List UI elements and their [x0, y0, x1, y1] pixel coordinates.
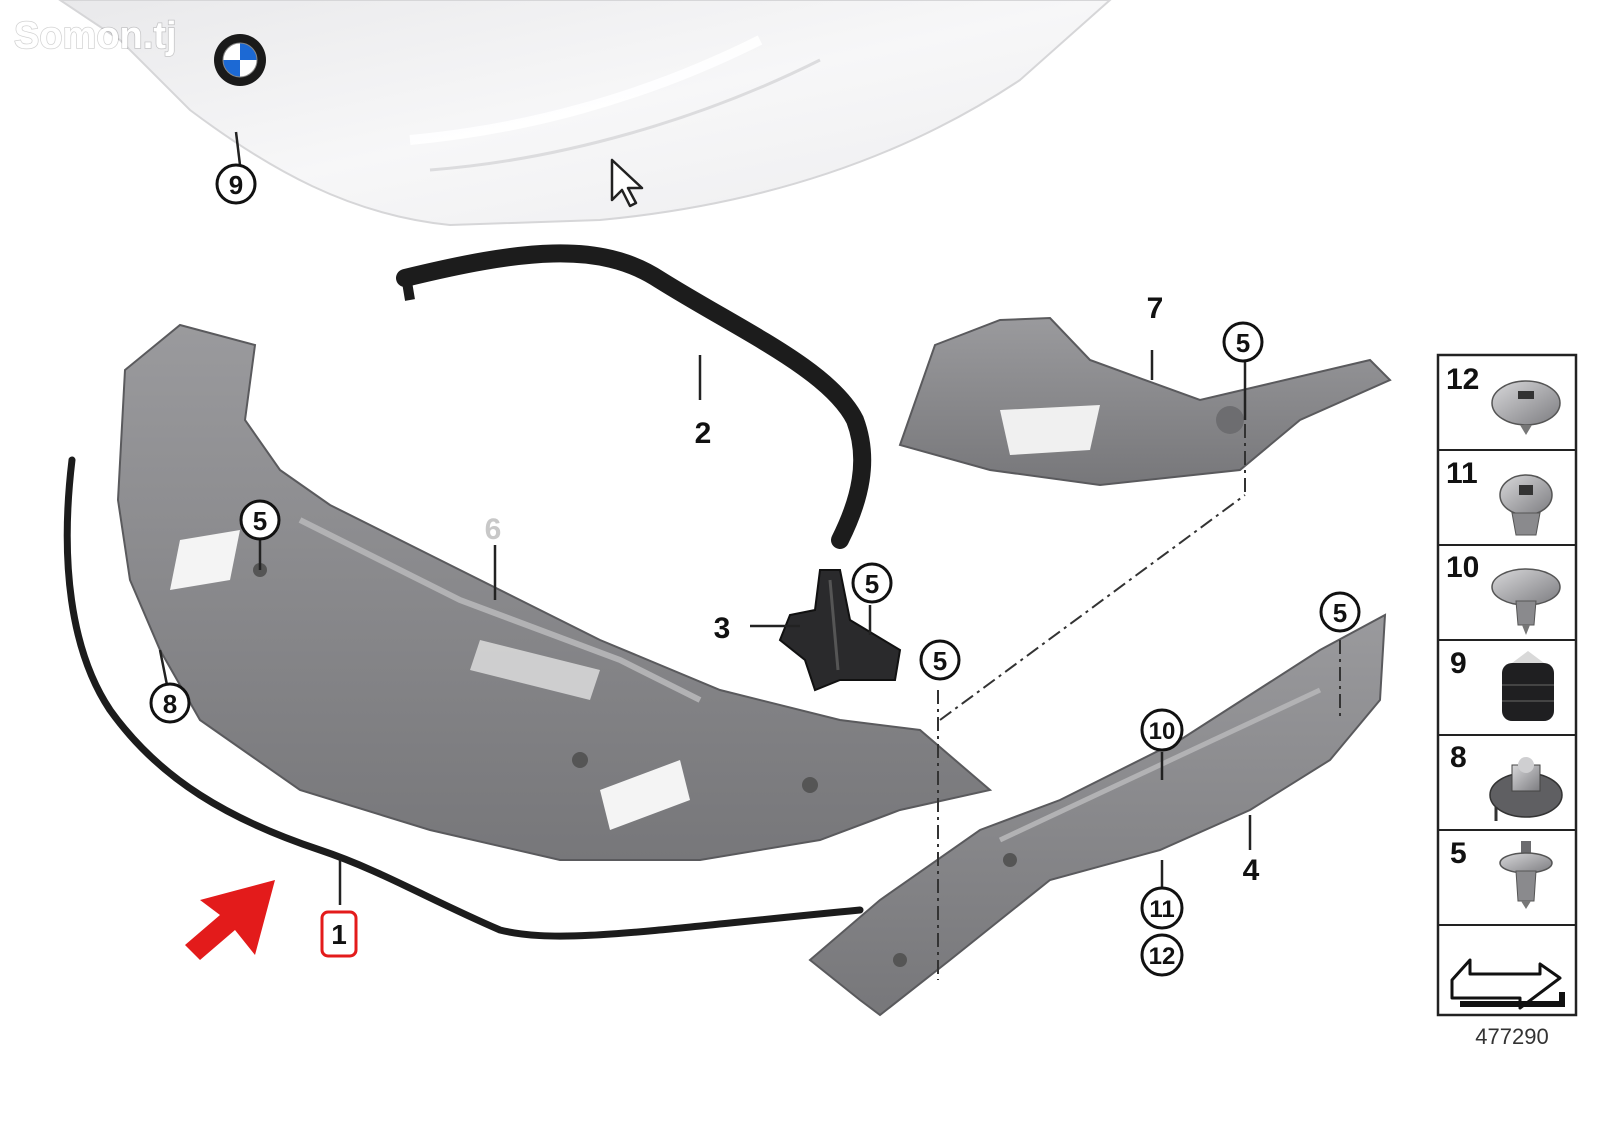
- rubber-buffer-icon: [1502, 651, 1554, 721]
- callout-7-label[interactable]: 7: [1147, 292, 1164, 325]
- sealing-strip-part-1: [63, 456, 864, 940]
- plate-part-7: [898, 316, 1392, 487]
- callout-10[interactable]: 10: [1140, 708, 1184, 752]
- push-rivet-icon: [1499, 841, 1553, 909]
- fastener-legend: 12 11 10 9: [1436, 353, 1578, 1017]
- callout-5-bracket[interactable]: 5: [851, 562, 893, 604]
- bracket-part-3: [778, 569, 902, 692]
- callout-10-label: 10: [1149, 718, 1176, 745]
- clip-rivet-icon: [1491, 380, 1561, 435]
- callout-1-label: 1: [331, 919, 347, 950]
- legend-number: 8: [1450, 741, 1467, 774]
- callout-5-plate-label: 5: [1236, 328, 1250, 358]
- leader-lines: [158, 131, 1252, 905]
- legend-number: 9: [1450, 647, 1467, 680]
- orientation-arrow-icon: [1450, 958, 1565, 1010]
- watermark-text: Somon.tj: [14, 15, 177, 57]
- callout-11-label: 11: [1149, 896, 1174, 923]
- seal-strip-part-2: [396, 244, 872, 549]
- side-panel-part-4: [808, 613, 1387, 1017]
- legend-row-10[interactable]: 10: [1446, 551, 1561, 635]
- callout-5-plate[interactable]: 5: [1222, 321, 1264, 363]
- hood-panel: [58, 0, 1112, 227]
- callout-8-label: 8: [163, 689, 177, 719]
- callout-12-label: 12: [1149, 943, 1176, 970]
- mushroom-clip-icon: [1491, 568, 1561, 635]
- legend-row-11[interactable]: 11: [1446, 457, 1553, 536]
- callout-5-center-label: 5: [933, 646, 947, 676]
- highlight-arrow-icon: [185, 880, 275, 960]
- callout-4-label[interactable]: 4: [1243, 854, 1260, 887]
- callout-5-side[interactable]: 5: [1319, 591, 1361, 633]
- callout-9[interactable]: 9: [215, 163, 257, 205]
- diagram-reference-number: 477290: [1475, 1024, 1548, 1049]
- callout-9-label: 9: [229, 170, 243, 200]
- callout-5-panel-label: 5: [253, 506, 267, 536]
- callout-12[interactable]: 12: [1140, 933, 1184, 977]
- legend-row-5[interactable]: 5: [1450, 837, 1553, 909]
- expanding-clip-icon: [1499, 474, 1553, 536]
- callout-5-center[interactable]: 5: [919, 639, 961, 681]
- bmw-logo-icon: [214, 34, 266, 86]
- legend-row-8[interactable]: 8: [1450, 741, 1563, 821]
- callout-8[interactable]: 8: [149, 682, 191, 724]
- legend-row-9[interactable]: 9: [1450, 647, 1554, 721]
- mouse-cursor-icon: [610, 158, 644, 208]
- front-panel-part-6: [116, 323, 993, 861]
- callout-3-label[interactable]: 3: [714, 612, 731, 645]
- callout-5-side-label: 5: [1333, 598, 1347, 628]
- legend-number: 12: [1446, 363, 1479, 396]
- spreader-nut-icon: [1489, 757, 1563, 821]
- callout-1-highlighted[interactable]: 1: [320, 910, 358, 958]
- callout-6-label[interactable]: 6: [485, 513, 502, 546]
- callout-11[interactable]: 11: [1140, 886, 1184, 930]
- callout-2-label[interactable]: 2: [695, 417, 712, 450]
- callout-5-bracket-label: 5: [865, 569, 879, 599]
- legend-number: 10: [1446, 551, 1479, 584]
- legend-number: 11: [1446, 457, 1478, 490]
- legend-row-12[interactable]: 12: [1446, 363, 1561, 435]
- callout-5-panel[interactable]: 5: [239, 499, 281, 541]
- legend-number: 5: [1450, 837, 1467, 870]
